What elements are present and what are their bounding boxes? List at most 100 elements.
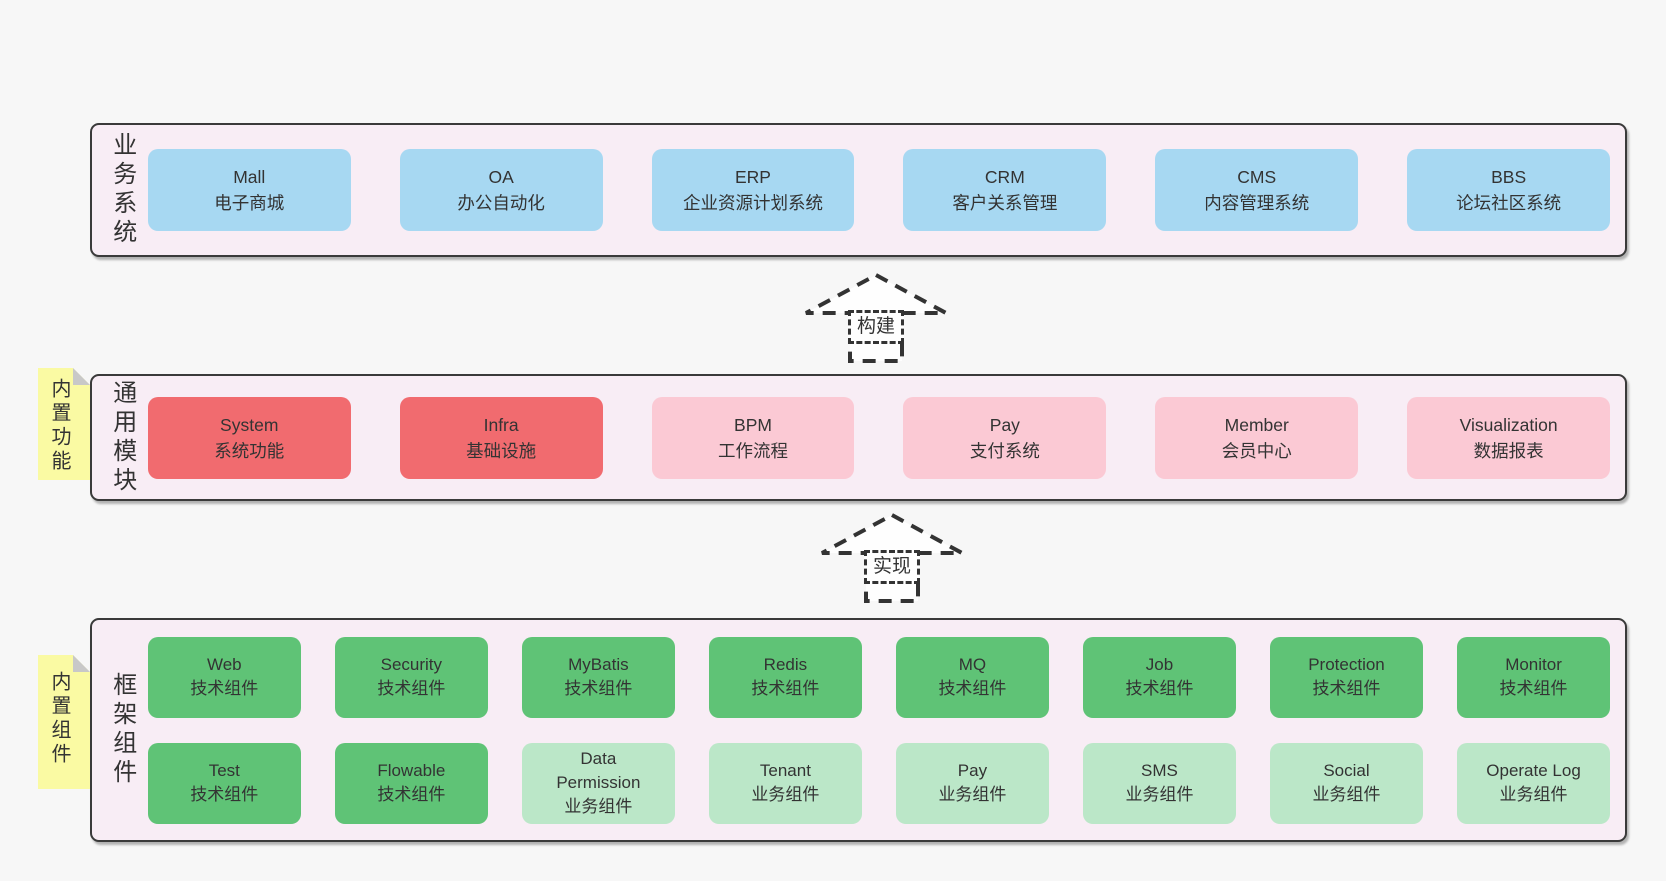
module-desc: 办公自动化 [457, 193, 545, 213]
module-name: Tenant [759, 761, 811, 780]
module-name: Redis [763, 655, 808, 674]
sticky-note-label: 内置功能 [48, 378, 70, 474]
module-desc: 电子商城 [214, 193, 285, 213]
module-name: Visualization [1459, 414, 1558, 435]
module-desc: 企业资源计划系统 [682, 193, 823, 213]
module-name: BBS [1491, 167, 1527, 187]
module-name: Flowable [377, 761, 446, 780]
module-box-test: Test 技术组件 [147, 742, 301, 824]
module-name: MQ [958, 655, 987, 674]
module-name: OA [488, 167, 514, 187]
module-box-operate-log: Operate Log 业务组件 [1457, 742, 1611, 824]
module-name: Monitor [1505, 655, 1562, 674]
module-box-social: Social 业务组件 [1269, 742, 1424, 824]
sticky-note-built-in-features: 内置功能 [38, 368, 90, 480]
module-name: System [220, 414, 279, 435]
module-box-web: Web 技术组件 [147, 636, 301, 718]
module-box-crm: CRM 客户关系管理 [903, 149, 1107, 231]
module-desc: 业务组件 [1312, 785, 1381, 804]
module-box-monitor: Monitor 技术组件 [1457, 636, 1611, 718]
module-box-protection: Protection 技术组件 [1269, 636, 1424, 718]
business-systems-boxes: Mall 电子商城 OA 办公自动化 ERP 企业资源计划系统 CRM 客户关系管理 CMS 内容… [147, 149, 1611, 231]
module-name: SMS [1141, 761, 1178, 780]
arrow-implement-label: 实现 [863, 550, 921, 584]
module-box-mall: Mall 电子商城 [147, 149, 351, 231]
module-name: Operate Log [1486, 761, 1581, 780]
module-name: Mall [233, 167, 266, 187]
module-name: ERP [734, 167, 771, 187]
module-desc: 基础设施 [466, 440, 537, 461]
module-desc: 业务组件 [751, 785, 820, 804]
band-business-systems: 业务系统 Mall 电子商城 OA 办公自动化 ERP 企业资源计划系统 CRM 客户关系管理… [90, 123, 1627, 257]
module-name: Social [1323, 761, 1370, 780]
module-box-bbs: BBS 论坛社区系统 [1407, 149, 1611, 231]
module-box-tenant: Tenant 业务组件 [708, 742, 862, 824]
module-desc: 技术组件 [190, 679, 259, 698]
module-box-pay: Pay 支付系统 [903, 396, 1107, 479]
sticky-note-built-in-components: 内置组件 [38, 655, 90, 789]
module-name: Job [1145, 655, 1174, 674]
module-name: Web [206, 655, 242, 674]
folded-corner-icon [73, 655, 90, 672]
module-name: BPM [734, 414, 772, 435]
module-desc: 技术组件 [1125, 679, 1194, 698]
module-box-bpm: BPM 工作流程 [651, 396, 855, 479]
sticky-note-label: 内置组件 [48, 671, 70, 767]
band-label-common-modules: 通用模块 [108, 379, 136, 496]
module-desc: 支付系统 [969, 440, 1040, 461]
module-name: MyBatis [568, 655, 629, 674]
module-desc: 业务组件 [1125, 785, 1194, 804]
common-modules-boxes: System 系统功能 Infra 基础设施 BPM 工作流程 Pay 支付系统 Member 会… [147, 396, 1611, 479]
module-name: Member [1224, 414, 1289, 435]
module-box-redis: Redis 技术组件 [708, 636, 862, 718]
arrow-build: 构建 [803, 272, 949, 364]
module-desc: 技术组件 [564, 679, 633, 698]
module-box-erp: ERP 企业资源计划系统 [651, 149, 855, 231]
module-desc: 内容管理系统 [1204, 193, 1310, 213]
module-box-mq: MQ 技术组件 [895, 636, 1049, 718]
module-name: Test [208, 761, 240, 780]
module-desc: 系统功能 [214, 440, 285, 461]
module-desc: 技术组件 [1312, 679, 1381, 698]
module-desc: 客户关系管理 [952, 193, 1058, 213]
module-box-system: System 系统功能 [147, 396, 351, 479]
module-desc: 业务组件 [564, 797, 633, 816]
arrow-implement: 实现 [819, 512, 965, 604]
module-desc: 工作流程 [717, 440, 788, 461]
module-box-infra: Infra 基础设施 [399, 396, 603, 479]
module-box-member: Member 会员中心 [1155, 396, 1359, 479]
module-name: CMS [1237, 167, 1277, 187]
band-common-modules: 通用模块 System 系统功能 Infra 基础设施 BPM 工作流程 Pay 支付系统 Me… [90, 374, 1627, 501]
module-box-sms: SMS 业务组件 [1082, 742, 1236, 824]
module-name: Infra [483, 414, 519, 435]
module-desc: 论坛社区系统 [1456, 193, 1562, 213]
module-box-mybatis: MyBatis 技术组件 [521, 636, 675, 718]
module-desc: 技术组件 [751, 679, 820, 698]
module-desc: 技术组件 [938, 679, 1007, 698]
module-name: CRM [984, 167, 1025, 187]
module-box-oa: OA 办公自动化 [399, 149, 603, 231]
module-desc: 会员中心 [1221, 440, 1292, 461]
band-label-business-systems: 业务系统 [108, 132, 136, 248]
module-name: Pay [989, 414, 1020, 435]
module-box-job: Job 技术组件 [1082, 636, 1236, 718]
module-name: Security [380, 655, 443, 674]
module-desc: 技术组件 [190, 785, 259, 804]
band-label-framework-components: 框架组件 [108, 672, 136, 788]
module-name: Protection [1308, 655, 1385, 674]
module-box-cms: CMS 内容管理系统 [1155, 149, 1359, 231]
module-desc: 技术组件 [377, 785, 446, 804]
module-desc: 业务组件 [1499, 785, 1568, 804]
module-desc: 数据报表 [1473, 440, 1544, 461]
module-box-visualization: Visualization 数据报表 [1407, 396, 1611, 479]
module-box-flowable: Flowable 技术组件 [334, 742, 488, 824]
module-desc: 技术组件 [1499, 679, 1568, 698]
